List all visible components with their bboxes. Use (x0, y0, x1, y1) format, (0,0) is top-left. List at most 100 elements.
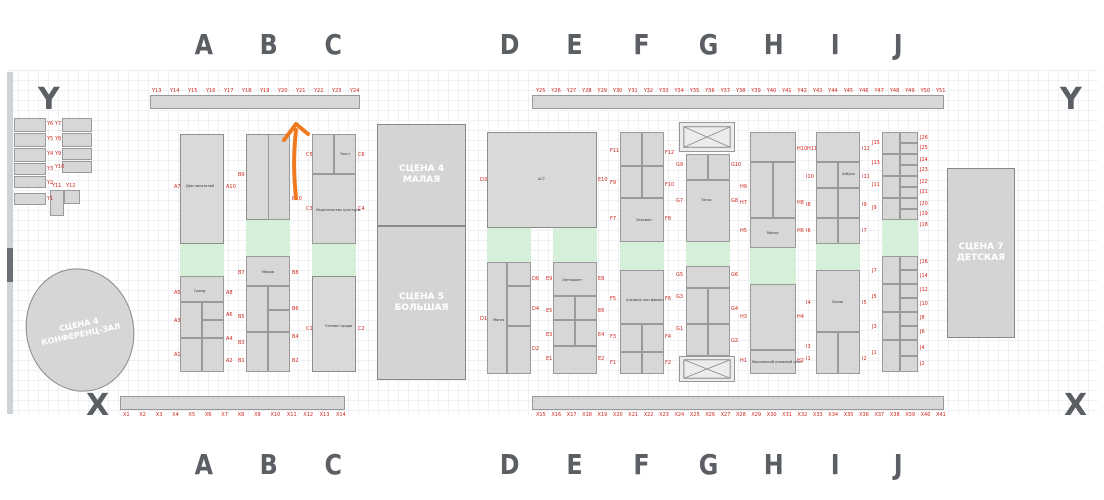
booth-j26[interactable] (900, 132, 918, 143)
booth-a7-a10[interactable] (180, 134, 224, 244)
booth-j10[interactable] (900, 298, 918, 312)
booth-j14[interactable] (900, 270, 918, 284)
booth-j13[interactable] (882, 154, 900, 176)
booth-g2[interactable] (708, 324, 730, 356)
booth-b6[interactable] (268, 286, 290, 310)
booth-f11[interactable] (620, 132, 642, 166)
booth-i12[interactable] (816, 132, 860, 162)
booth-j12[interactable] (900, 284, 918, 298)
stage-7-kids[interactable]: СЦЕНА 7 ДЕТСКАЯ (947, 168, 1015, 338)
booth-j23[interactable] (900, 165, 918, 176)
booth-f1[interactable] (620, 352, 642, 374)
code-i7: I7 (862, 228, 867, 234)
booth-i7[interactable] (838, 218, 860, 244)
booth-f9[interactable] (620, 166, 642, 198)
booth-h5-h6[interactable] (750, 218, 796, 248)
booth-g1[interactable] (686, 324, 708, 356)
booth-g9[interactable] (686, 154, 708, 180)
booth-c6[interactable] (334, 134, 356, 174)
booth-a6[interactable] (202, 302, 224, 320)
booth-g3[interactable] (686, 288, 708, 324)
booth-j1[interactable] (882, 340, 900, 372)
booth-i8[interactable] (816, 188, 838, 218)
booth-c5[interactable] (312, 134, 334, 174)
x-label-x23: X23 (659, 412, 669, 418)
booth-h1-h2[interactable] (750, 350, 796, 374)
booth-f12[interactable] (642, 132, 664, 166)
booth-d6[interactable] (507, 262, 531, 286)
code-i9: I9 (862, 202, 867, 208)
booth-j2[interactable] (900, 356, 918, 372)
booth-g7-g8[interactable] (686, 180, 730, 242)
booth-e5[interactable] (553, 296, 575, 320)
booth-i9[interactable] (838, 188, 860, 218)
booth-i6[interactable] (816, 218, 838, 244)
booth-g10[interactable] (708, 154, 730, 180)
booth-e1-e2[interactable] (553, 346, 597, 374)
booth-a1[interactable] (180, 338, 202, 372)
booth-j7[interactable] (882, 256, 900, 284)
booth-h10-h11[interactable] (750, 132, 796, 162)
booth-j22[interactable] (900, 176, 918, 187)
booth-f10[interactable] (642, 166, 664, 198)
y-strip-right (532, 95, 944, 109)
y-label-y38: Y38 (736, 88, 746, 94)
booth-j9[interactable] (882, 198, 900, 220)
booth-b7-b8[interactable] (246, 256, 290, 286)
booth-e6[interactable] (575, 296, 597, 320)
booth-f4[interactable] (642, 324, 664, 352)
booth-d1[interactable] (487, 262, 507, 374)
code-a8: A8 (226, 290, 233, 296)
booth-j19[interactable] (900, 209, 918, 220)
booth-b2[interactable] (268, 332, 290, 372)
booth-h8[interactable] (773, 162, 796, 218)
booth-d4[interactable] (507, 286, 531, 326)
booth-j16[interactable] (900, 256, 918, 270)
booth-j24[interactable] (900, 154, 918, 165)
booth-d3-e10[interactable] (487, 132, 597, 228)
booth-j11[interactable] (882, 176, 900, 198)
booth-j5[interactable] (882, 284, 900, 312)
col-letter-i-bottom: I (830, 448, 840, 481)
booth-e4[interactable] (575, 320, 597, 346)
booth-h7[interactable] (750, 162, 773, 218)
booth-j6[interactable] (900, 326, 918, 340)
booth-g4[interactable] (708, 288, 730, 324)
booth-i11[interactable] (838, 162, 860, 188)
booth-f3[interactable] (620, 324, 642, 352)
booth-f5-f6[interactable] (620, 270, 664, 324)
booth-b1[interactable] (246, 332, 268, 372)
stage-4-small[interactable]: СЦЕНА 4 МАЛАЯ (377, 124, 466, 226)
booth-b5[interactable] (246, 286, 268, 332)
booth-i1[interactable] (816, 332, 838, 374)
booth-e7-e8[interactable] (553, 262, 597, 296)
booth-j20[interactable] (900, 198, 918, 209)
booth-d2[interactable] (507, 326, 531, 374)
booth-b4[interactable] (268, 310, 290, 332)
stage-5-big[interactable]: СЦЕНА 5 БОЛЬШАЯ (377, 226, 466, 380)
booth-e3[interactable] (553, 320, 575, 346)
booth-j8[interactable] (900, 312, 918, 326)
booth-a4[interactable] (202, 320, 224, 338)
booth-a3[interactable] (180, 302, 202, 338)
booth-c3-c4[interactable] (312, 174, 356, 244)
booth-h3-h4[interactable] (750, 284, 796, 350)
booth-i4-i5[interactable] (816, 270, 860, 332)
booth-i10[interactable] (816, 162, 838, 188)
booth-b10[interactable] (268, 134, 290, 220)
booth-a2[interactable] (202, 338, 224, 372)
booth-i2[interactable] (838, 332, 860, 374)
booth-j4[interactable] (900, 340, 918, 356)
booth-j25[interactable] (900, 143, 918, 154)
booth-j3[interactable] (882, 312, 900, 340)
booth-j21[interactable] (900, 187, 918, 198)
y-label-y18: Y18 (242, 88, 252, 94)
booth-j15[interactable] (882, 132, 900, 154)
booth-c1-c2[interactable] (312, 276, 356, 372)
booth-f7-f8[interactable] (620, 198, 664, 242)
booth-g5-g6[interactable] (686, 266, 730, 288)
exhibitor-b7: Мирра (262, 270, 274, 274)
x-label-x41: X41 (936, 412, 946, 418)
booth-f2[interactable] (642, 352, 664, 374)
booth-a5-a8[interactable] (180, 276, 224, 302)
